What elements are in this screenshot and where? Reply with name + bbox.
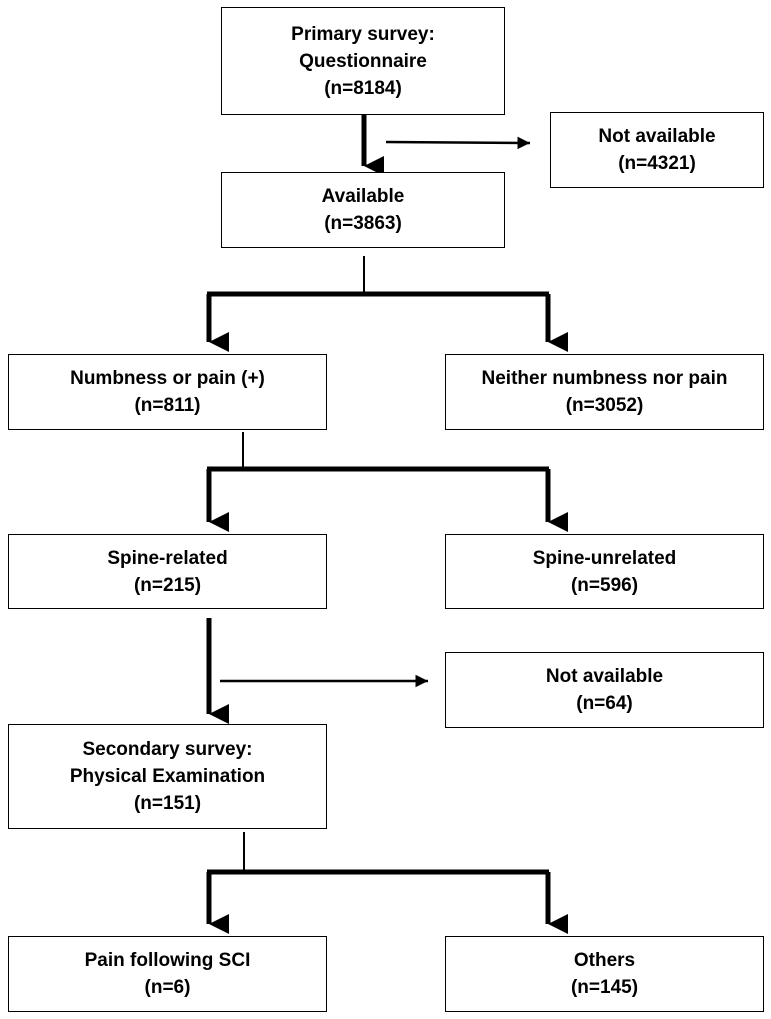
node-line: (n=215) <box>133 574 202 596</box>
node-line: Numbness or pain (+) <box>70 368 265 389</box>
node-line: (n=6) <box>144 977 191 998</box>
node-line: Others <box>573 950 636 971</box>
node-line: (n=811) <box>134 395 201 416</box>
node-pain-following-sci: Pain following SCI (n=6) <box>8 936 327 1012</box>
node-line: (n=596) <box>570 574 639 596</box>
node-spine-unrelated: Spine-unrelated (n=596) <box>445 534 764 609</box>
node-line: Spine-related <box>107 547 228 569</box>
node-line: (n=151) <box>133 793 202 814</box>
node-line: (n=64) <box>576 693 633 714</box>
node-line: (n=4321) <box>618 153 696 174</box>
node-neither-numbness-nor-pain: Neither numbness nor pain (n=3052) <box>445 354 764 430</box>
node-not-available-1: Not available (n=4321) <box>550 112 764 188</box>
node-line: Physical Examination <box>69 766 266 787</box>
node-line: Not available <box>598 126 716 147</box>
node-line: Secondary survey: <box>82 739 253 760</box>
node-secondary-survey: Secondary survey: Physical Examination (… <box>8 724 327 829</box>
node-line: Not available <box>545 666 664 687</box>
node-line: Spine-unrelated <box>532 547 677 569</box>
node-numbness-or-pain: Numbness or pain (+) (n=811) <box>8 354 327 430</box>
node-line: Available <box>321 186 405 207</box>
node-spine-related: Spine-related (n=215) <box>8 534 327 609</box>
arrow-to-not-available-1 <box>385 136 531 150</box>
node-others: Others (n=145) <box>445 936 764 1012</box>
node-line: (n=145) <box>570 977 639 998</box>
node-line: (n=8184) <box>324 77 402 99</box>
node-line: (n=3863) <box>324 213 402 234</box>
node-not-available-2: Not available (n=64) <box>445 652 764 728</box>
node-line: Questionnaire <box>299 50 427 72</box>
node-line: Primary survey: <box>291 23 435 45</box>
node-line: (n=3052) <box>565 395 644 416</box>
node-available: Available (n=3863) <box>221 172 505 248</box>
node-primary-survey: Primary survey: Questionnaire (n=8184) <box>221 7 505 115</box>
node-line: Neither numbness nor pain <box>481 368 728 389</box>
node-line: Pain following SCI <box>84 950 251 971</box>
